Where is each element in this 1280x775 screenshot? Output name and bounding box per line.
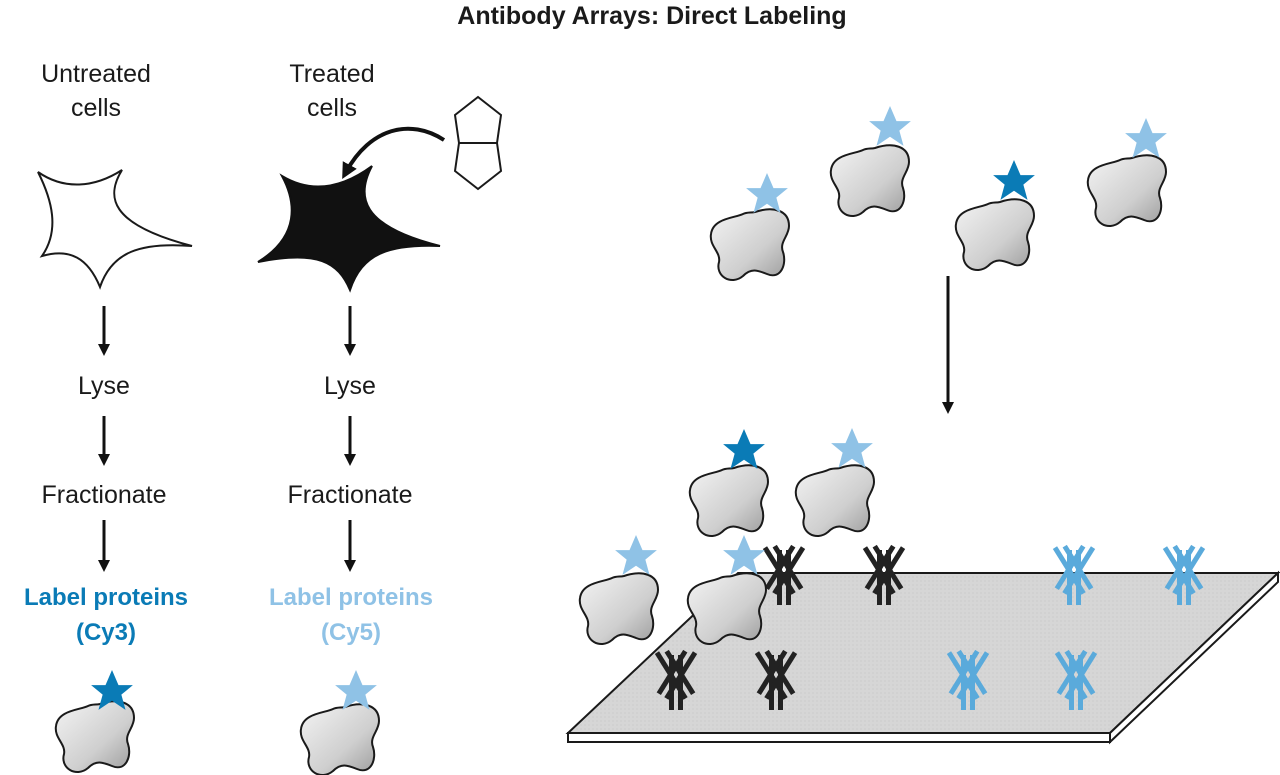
antibody-array-slide	[565, 570, 1280, 745]
cy3-star-icon	[723, 429, 765, 469]
drug-uptake-arrow	[342, 126, 446, 180]
cy5-star-icon	[615, 535, 657, 575]
untreated-column: Untreated cells Lyse Fractionate Label p…	[24, 60, 193, 774]
free-protein-2	[829, 106, 911, 218]
untreated-cell-icon	[37, 169, 193, 290]
cy5-star-icon	[723, 535, 765, 575]
treated-label-cy5: (Cy5)	[321, 619, 381, 646]
treated-step-fractionate: Fractionate	[287, 481, 412, 509]
free-protein-3	[954, 160, 1035, 272]
treated-cell-icon	[257, 165, 441, 293]
untreated-label-cy3: (Cy3)	[76, 619, 136, 646]
treated-label-line2: cells	[307, 94, 357, 122]
treated-column: Treated cells Lyse Fractionate Label pro…	[257, 60, 503, 775]
treated-label-proteins: Label proteins	[269, 584, 433, 611]
free-protein-1	[709, 173, 790, 282]
free-protein-4	[1086, 118, 1167, 228]
untreated-labeled-protein	[54, 700, 135, 774]
free-labeled-proteins	[709, 106, 1167, 282]
cy3-star-icon	[993, 160, 1035, 200]
untreated-label-line2: cells	[71, 94, 121, 122]
bound-protein-2	[794, 428, 875, 538]
cy5-star-icon	[1125, 118, 1167, 158]
diagram-title: Antibody Arrays: Direct Labeling	[457, 2, 846, 30]
untreated-step-fractionate: Fractionate	[41, 481, 166, 509]
cy5-star-icon	[831, 428, 873, 468]
bound-protein-1	[688, 429, 769, 538]
untreated-step-lyse: Lyse	[78, 372, 130, 400]
cy5-star-icon	[869, 106, 911, 146]
untreated-label-proteins: Label proteins	[24, 584, 188, 611]
treated-labeled-protein	[299, 703, 380, 775]
cy5-star-icon	[746, 173, 788, 213]
bound-protein-3	[578, 535, 659, 646]
untreated-label-line1: Untreated	[41, 60, 151, 88]
treated-step-lyse: Lyse	[324, 372, 376, 400]
treated-label-line1: Treated	[289, 60, 374, 88]
bound-protein-4	[686, 535, 767, 646]
bicyclic-compound-icon	[453, 95, 503, 191]
